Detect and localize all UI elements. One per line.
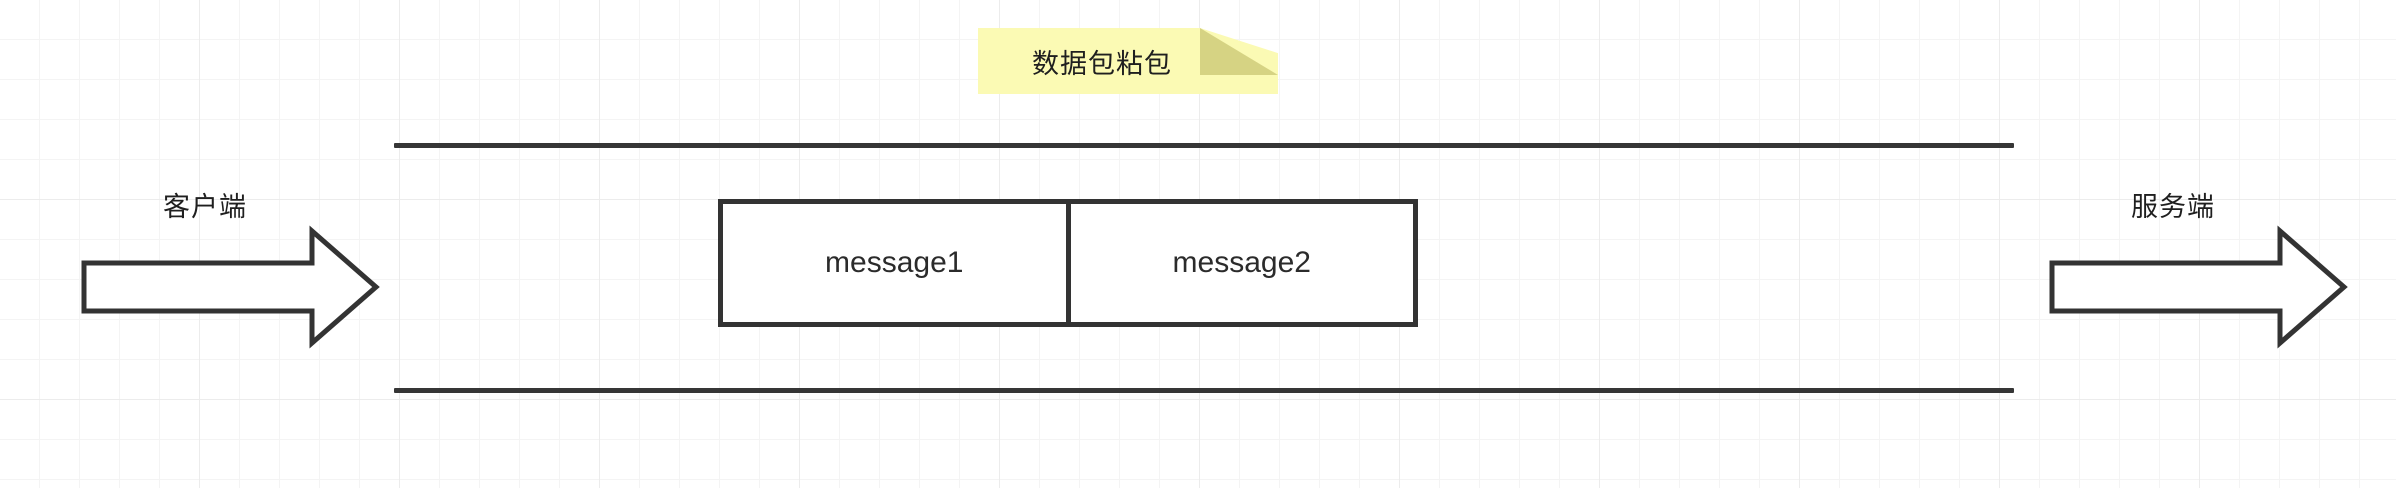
endpoint-client[interactable]: 客户端 — [80, 185, 410, 350]
endpoint-server[interactable]: 服务端 — [2048, 185, 2378, 350]
transport-stream-bottom-line — [394, 388, 2014, 393]
endpoint-server-label: 服务端 — [2131, 192, 2215, 222]
arrow-right-icon-server — [2048, 225, 2348, 349]
arrow-right-icon-client — [80, 225, 380, 349]
sticky-note-label: 数据包粘包 — [1032, 48, 1172, 79]
packet-box-message1[interactable]: message1 — [723, 204, 1066, 322]
packet-group: message1 message2 — [718, 199, 1418, 327]
packet-box-message2[interactable]: message2 — [1065, 204, 1413, 322]
transport-stream-top-line — [394, 143, 2014, 148]
sticky-note-body-lower-right — [1200, 75, 1278, 94]
sticky-note[interactable]: 数据包粘包 — [978, 28, 1278, 94]
endpoint-client-label: 客户端 — [163, 192, 247, 222]
